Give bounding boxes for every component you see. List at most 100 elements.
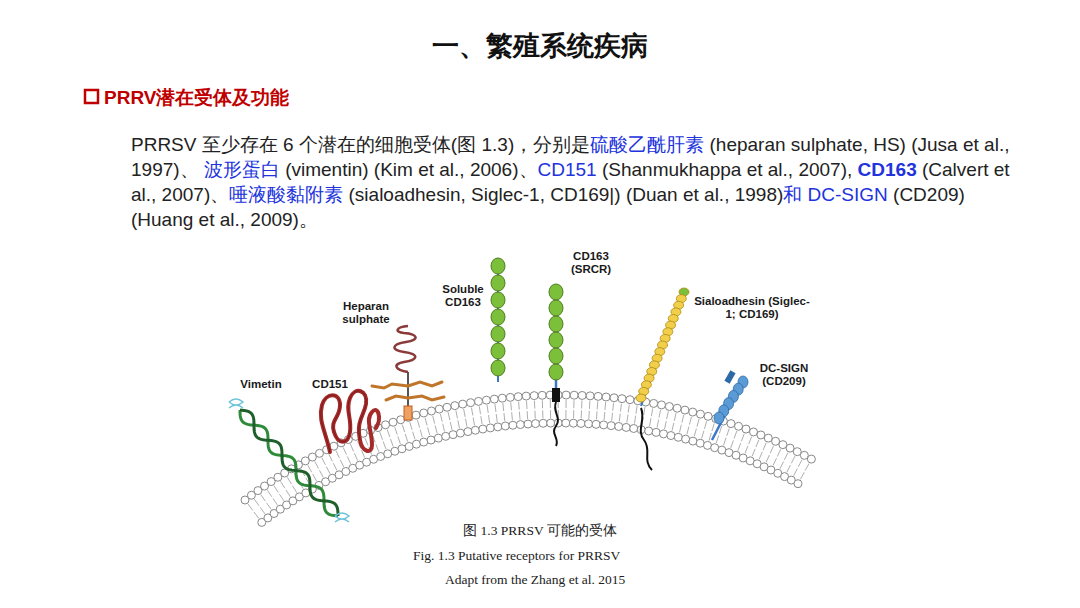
lipid-tail [260, 507, 265, 513]
lipid-head [665, 403, 673, 411]
dc-sign-symbol [712, 370, 748, 440]
lipid-head [610, 394, 618, 402]
lipid-tail [511, 412, 513, 420]
lipid-tail [674, 413, 676, 421]
lipid-head [696, 410, 704, 418]
receptor-name: 唾液酸黏附素 [229, 184, 343, 205]
lipid-tail [628, 405, 629, 413]
lipid-tail [780, 462, 784, 469]
lipid-tail [727, 428, 730, 436]
domain-bead [549, 348, 563, 364]
cd151-outline [321, 391, 366, 452]
lipid-head [594, 392, 602, 400]
lipid-tail [534, 401, 535, 409]
helix-end [335, 513, 349, 522]
caption-line: Adapt from the Zhang et al. 2015 [445, 572, 625, 588]
lipid-tail [481, 416, 482, 424]
lipid-tail [650, 418, 651, 426]
lipid-tail [759, 452, 762, 459]
lipid-tail [473, 417, 474, 425]
lipid-tail [440, 414, 442, 422]
lipid-tail [435, 426, 437, 434]
receptor-name: CD151 [538, 159, 597, 180]
lipid-tail [519, 412, 521, 420]
vimentin-symbol [229, 399, 349, 522]
lipid-tail [279, 494, 283, 501]
domain-bead [491, 275, 505, 291]
lipid-tail [343, 447, 346, 454]
lipid-head [618, 395, 626, 403]
lipid-tail [466, 419, 467, 427]
lipid-tail [402, 425, 404, 433]
lipid-head [578, 391, 586, 399]
lipid-tail [712, 423, 714, 431]
lipid-head [615, 422, 623, 430]
lipid-tail [763, 443, 766, 450]
lipid-tail [534, 411, 535, 419]
lipid-tail [267, 490, 272, 497]
lipid-tail [281, 481, 285, 488]
cd151-symbol [321, 391, 379, 452]
lipid-tail [420, 430, 422, 438]
lipid-tail [503, 413, 505, 421]
lipid-tail [510, 402, 512, 410]
lipid-tail [376, 444, 379, 451]
receptor-label: CD163 (SRCR) [566, 250, 616, 276]
lipid-tail [798, 460, 802, 467]
lipid-head [660, 430, 668, 438]
lipid-head [650, 399, 658, 407]
lipid-head [538, 391, 546, 399]
lipid-tail [659, 410, 661, 418]
domain-bead [491, 309, 505, 325]
body-text: PRRSV 至少存在 6 个潜在的细胞受体(图 1.3)，分别是 [131, 134, 590, 155]
lipid-tail [410, 422, 412, 430]
lipid-head [509, 421, 517, 429]
lipid-head [456, 429, 464, 437]
lipid-tail [565, 410, 566, 418]
lipid-head [427, 436, 435, 444]
lipid-tail [518, 402, 520, 410]
lipid-tail [566, 400, 567, 408]
receptor-name: 和 DC-SIGN [783, 184, 888, 205]
domain-bead [491, 292, 505, 308]
lipid-tail [704, 421, 706, 429]
lipid-head [451, 402, 459, 410]
lipid-tail [273, 498, 278, 505]
lipid-tail [333, 463, 337, 470]
lipid-head [681, 406, 689, 414]
lipid-head [682, 435, 690, 443]
domain-bead [491, 326, 505, 342]
domain-bead [491, 343, 505, 359]
lipid-tail [791, 456, 795, 463]
lipid-tail [489, 415, 490, 423]
lipid-head [735, 422, 743, 430]
bullet-square [85, 90, 98, 103]
lipid-head [727, 420, 735, 428]
lipid-head [742, 425, 750, 433]
lipid-tail [542, 410, 543, 418]
body-text: (sialoadhesin, Siglec-1, CD169|) (Duan e… [343, 184, 783, 205]
lipid-tail [267, 503, 272, 510]
heparan-sulphate-symbol [372, 326, 444, 420]
receptor-label: DC-SIGN (CD209) [753, 362, 815, 388]
lipid-head [652, 428, 660, 436]
lipid-tail [433, 416, 435, 424]
lipid-tail [527, 411, 529, 419]
lipid-tail [365, 438, 368, 445]
lipid-tail [313, 474, 317, 481]
lipid-tail [597, 401, 599, 409]
lipid-head [658, 401, 666, 409]
transmembrane [552, 388, 560, 402]
lipid-head [420, 438, 428, 446]
lipid-tail [731, 440, 734, 448]
lipid-tail [383, 442, 386, 450]
lipid-tail [611, 413, 613, 421]
lipid-head [442, 432, 450, 440]
lipid-head [514, 393, 522, 401]
soluble-cd163-symbol [491, 258, 505, 382]
lipid-tail [636, 406, 637, 414]
lipid-tail [734, 431, 737, 439]
lipid-head [467, 399, 475, 407]
section-heading: PRRV潜在受体及功能 [104, 85, 289, 111]
lipid-tail [644, 407, 645, 415]
